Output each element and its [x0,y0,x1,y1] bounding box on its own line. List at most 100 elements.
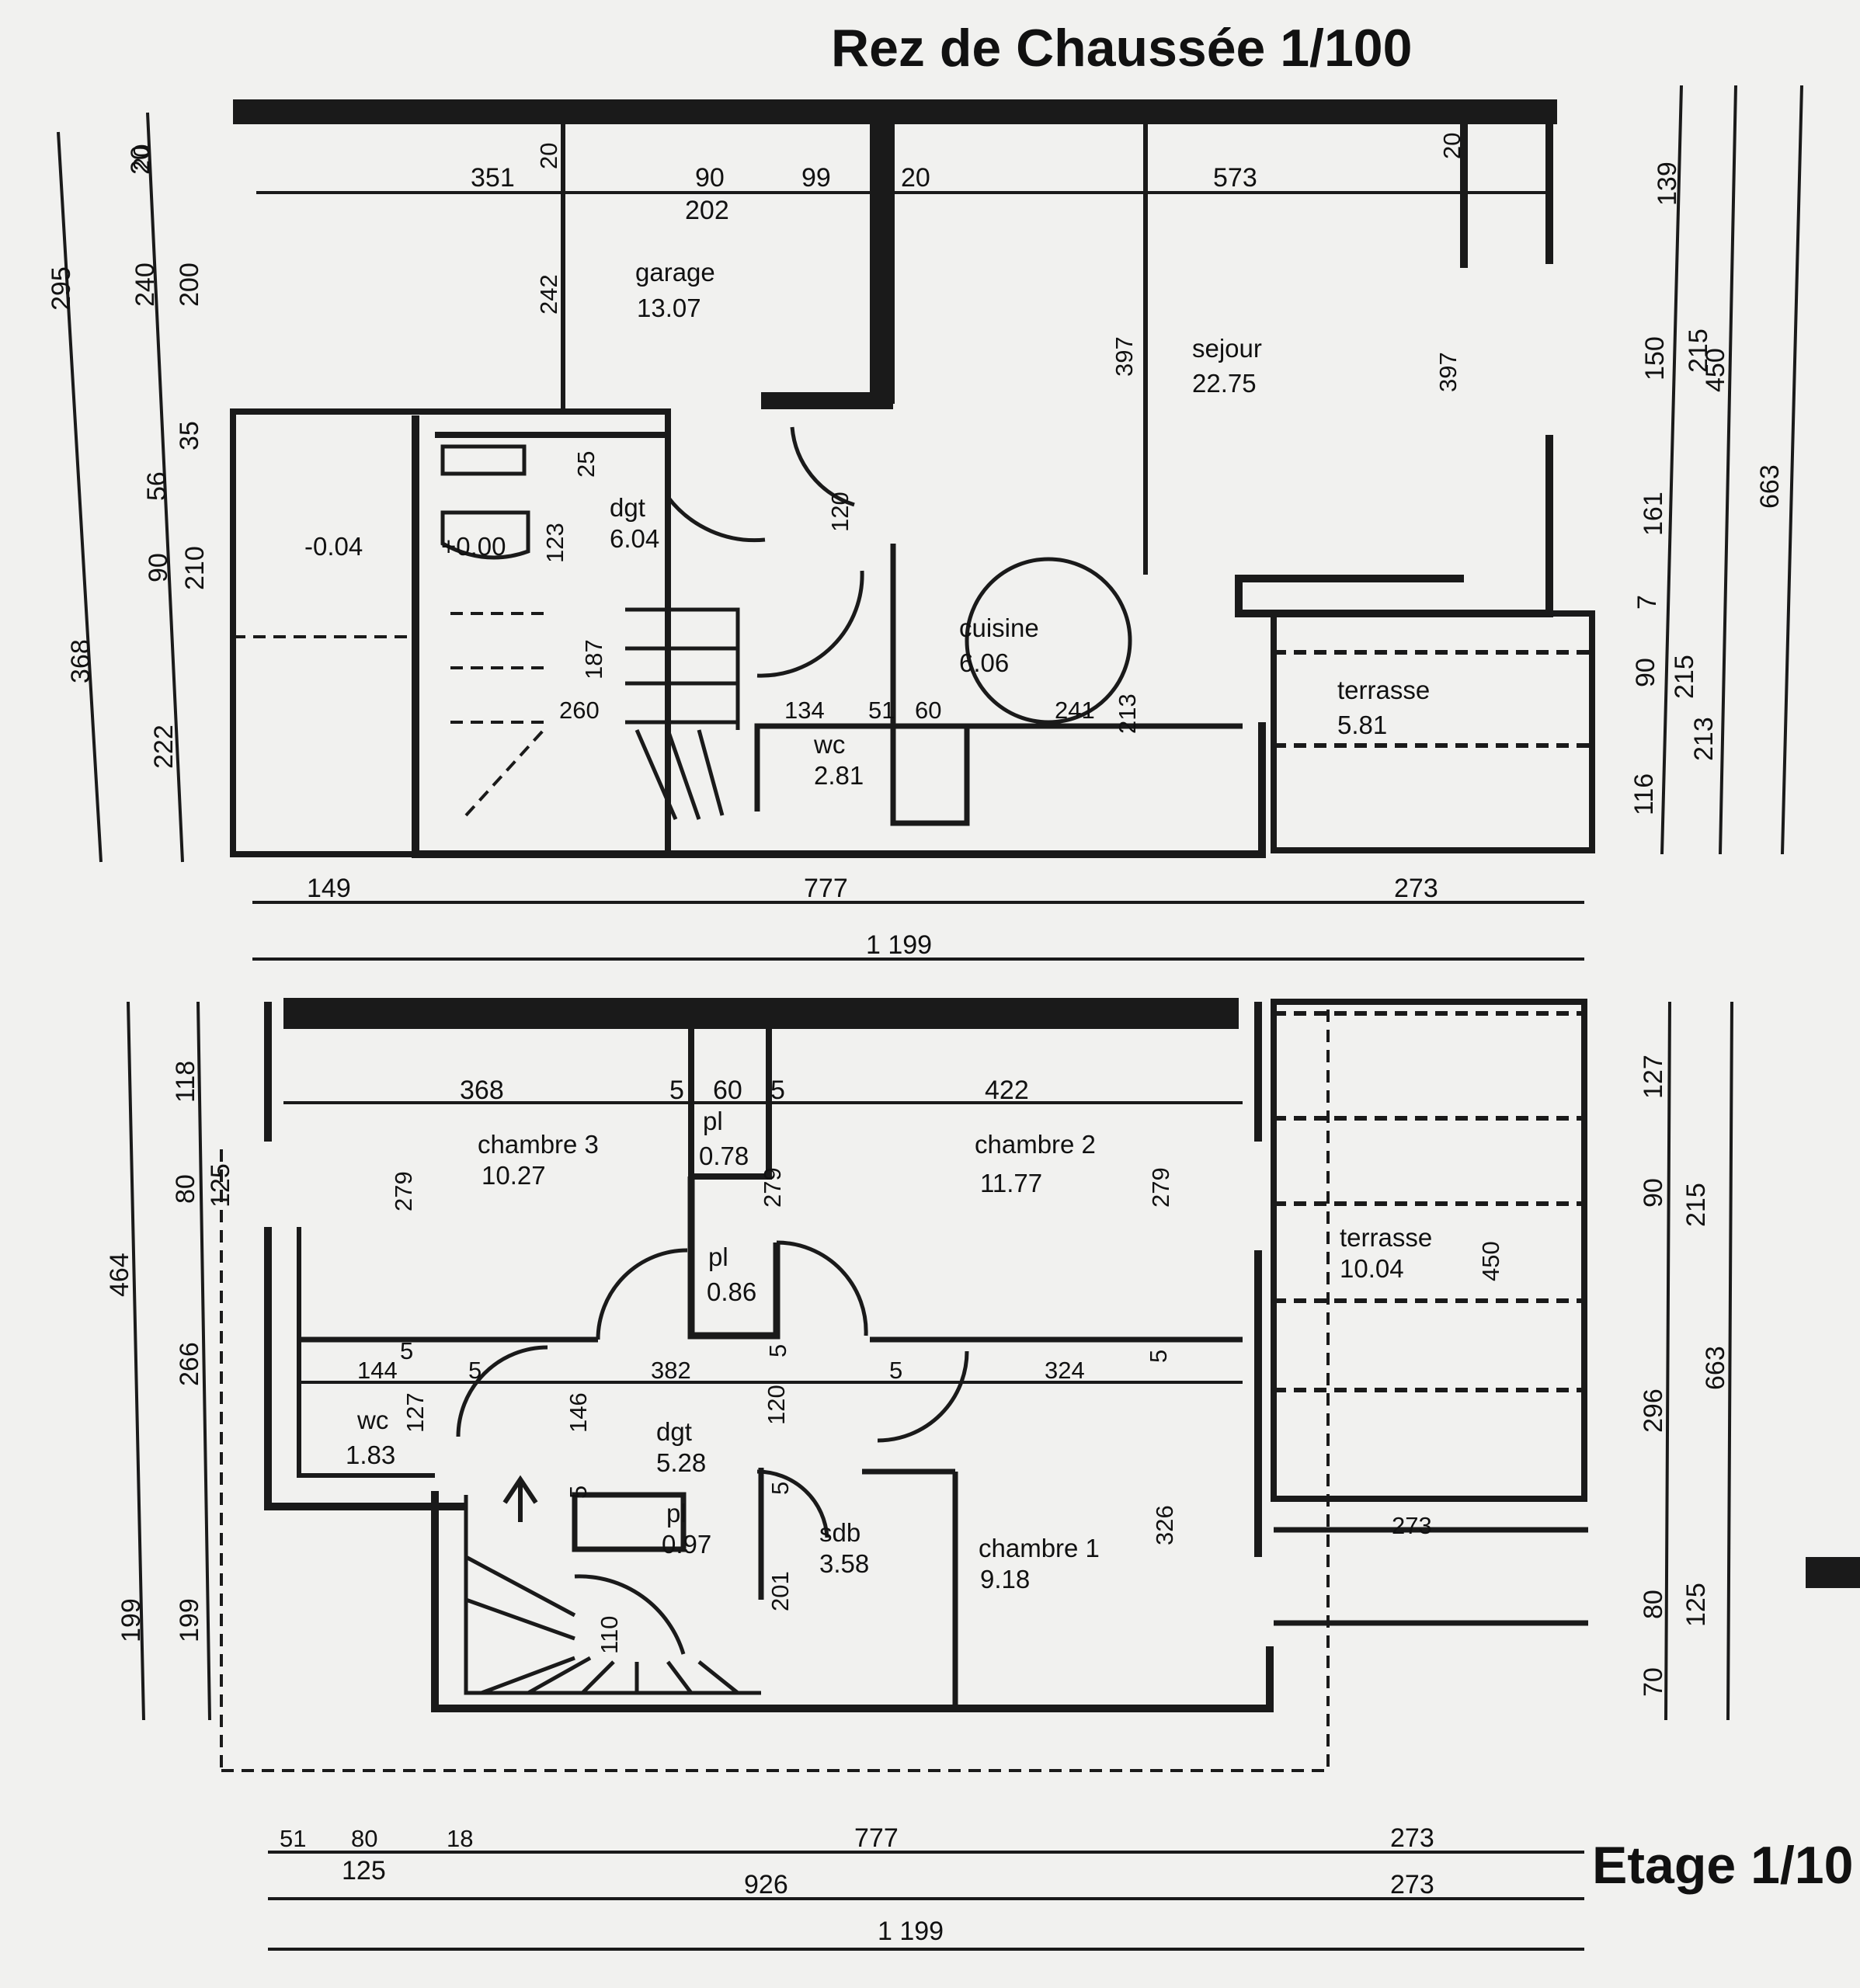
dimension-label: 99 [801,163,831,193]
dimension-label: 90 [144,553,173,582]
wc-ground-wall [435,432,671,497]
room-name: chambre 3 [478,1130,599,1159]
dimension-label: 20 [535,143,562,169]
dimension-label: 5 [770,1076,785,1105]
dimension-label: 5 [669,1076,684,1105]
dimension-label: 90 [695,163,725,193]
room-name: terrasse [1340,1223,1432,1252]
room-area: 6.06 [959,648,1009,677]
dimension-label: 663 [1701,1346,1730,1390]
dimension-label: 51 [868,697,895,724]
dimension-label: 241 [1055,697,1095,724]
dimension-label: 144 [357,1357,398,1384]
dimension-label: 127 [402,1392,429,1433]
dimension-label: 134 [784,697,825,724]
dimension-label: 110 [596,1616,623,1654]
dimension-label: 777 [804,874,848,903]
room-area: 0.97 [662,1530,711,1559]
room-name: dgt [610,493,645,522]
dimension-label: 5 [468,1357,482,1384]
room-name: sdb [819,1518,860,1547]
upper-door-swings [456,1345,969,1443]
garage-south-wall [761,392,893,409]
dimension-label: 266 [175,1342,204,1386]
ground-floor-plan: garage 13.07 sejour 22.75 dgt 6.04 cuisi… [47,85,1803,961]
dimension-label: 80 [1639,1590,1668,1619]
room-name: dgt [656,1417,692,1446]
dimension-label: 279 [759,1167,786,1208]
room-name: wc [356,1406,388,1434]
dimension-label: 663 [1755,464,1785,509]
dimension-label: 273 [1392,1512,1432,1539]
room-area: 13.07 [637,294,701,322]
dimension-label: 273 [1390,1870,1434,1899]
dimension-label: 150 [1640,336,1670,381]
sejour-door-swing [790,426,855,507]
dimension-label: 397 [1434,352,1462,392]
bottom-dimension-lines [252,901,1584,961]
dimension-label: 324 [1045,1357,1085,1384]
dimension-label: 422 [985,1076,1029,1105]
dimension-label: 213 [1114,693,1141,734]
dimension-label: 5 [767,1482,794,1495]
room-area: 11.77 [980,1169,1042,1197]
dimension-label: 201 [767,1571,794,1611]
garage-east-wall [870,116,895,404]
terrace-upper-joists [1274,1011,1584,1392]
dimension-label: 146 [565,1392,592,1433]
shower-tray [440,510,530,560]
dimension-label: 35 [175,421,204,450]
dimension-label: 7 [1632,595,1662,610]
dimension-label: 5 [764,1344,791,1357]
dimension-label: 123 [541,523,568,563]
level-mark: +0.00 [441,532,506,561]
dimension-label: 20 [126,145,155,175]
dgt-door-swing [666,495,766,543]
north-wall [233,99,1557,124]
room-area: 5.28 [656,1448,706,1477]
room-area: 9.18 [980,1565,1030,1594]
dimension-label: 450 [1701,348,1730,392]
dimension-label: 20 [901,163,930,193]
upper-dimension-lines [283,1101,1243,1384]
dimension-label: 51 [280,1825,306,1852]
ground-floor-title: Rez de Chaussée 1/100 [831,19,1412,78]
dimension-label: 125 [1681,1583,1711,1627]
kitchen-turning-circle [965,557,1132,725]
room-name: chambre 1 [979,1534,1100,1562]
dimension-label: 296 [1639,1388,1668,1433]
west-volume-outline [230,408,671,857]
upper-west-wall [264,1002,466,1510]
room-area: 10.27 [482,1161,546,1190]
dimension-label: 215 [1670,655,1699,699]
dimension-label: 80 [351,1825,377,1852]
dimension-label: 295 [47,266,76,311]
level-mark: -0.04 [304,532,363,561]
dimension-label: 118 [171,1061,200,1103]
kitchen-walls [754,544,1243,826]
room-area: 1.83 [346,1441,395,1469]
dimension-label: 450 [1477,1241,1504,1281]
room-area: 0.78 [699,1142,749,1170]
dimension-label: 260 [559,697,600,724]
room-area: 0.86 [707,1277,756,1306]
dimension-label: 127 [1639,1055,1668,1099]
wc-basin [440,444,527,476]
room-name: pl [703,1107,723,1135]
dimension-label: 20 [1438,133,1465,159]
terrace-rails [1274,1527,1588,1626]
dimension-label: 56 [142,471,172,501]
edge-mark [1806,1557,1860,1588]
dimension-label: 5 [565,1486,592,1499]
dimension-label: 149 [307,874,351,903]
room-area: 10.04 [1340,1254,1404,1283]
dimension-label: 279 [1147,1167,1174,1208]
south-wall [412,415,1266,858]
upper-right-dimension-lines [1664,1001,1733,1721]
dimension-label: 382 [651,1357,691,1384]
dimension-label: 1 199 [866,930,932,960]
dimension-label: 279 [390,1171,417,1211]
upper-dgt-walls [572,1468,958,1708]
upper-left-dimension-lines [127,1001,211,1721]
